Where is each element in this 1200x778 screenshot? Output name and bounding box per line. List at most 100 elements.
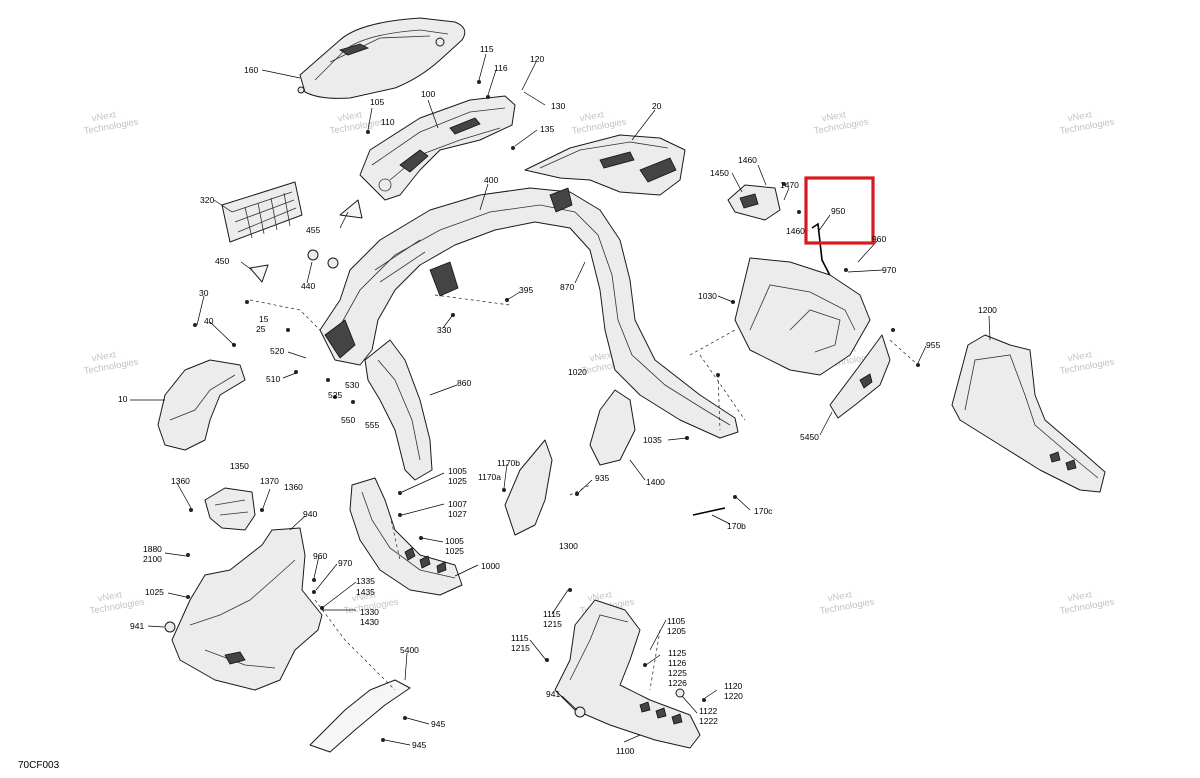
label-1115-a: 1115: [543, 609, 561, 619]
part-1300-side-panel: [504, 439, 553, 536]
part-1400-side-panel: [589, 389, 636, 466]
label-120: 120: [530, 54, 544, 64]
svg-text:vNext: vNext: [1067, 109, 1093, 124]
label-130: 130: [551, 101, 565, 111]
label-115: 115: [480, 44, 494, 54]
svg-text:vNext: vNext: [587, 589, 613, 604]
svg-text:vNext: vNext: [1067, 589, 1093, 604]
label-20: 20: [652, 101, 662, 111]
label-950[interactable]: 950: [831, 206, 845, 216]
part-10-corner-panel: [157, 359, 246, 451]
part-320-grille: [221, 181, 303, 243]
label-1880: 1880: [143, 544, 162, 554]
label-40: 40: [204, 316, 214, 326]
label-1430: 1430: [360, 617, 379, 627]
part-941-grommet: [164, 621, 176, 633]
part-940-floor: [171, 527, 323, 691]
label-1450: 1450: [710, 168, 729, 178]
label-941-b: 941: [546, 689, 560, 699]
label-1027: 1027: [448, 509, 467, 519]
label-1215-a: 1215: [543, 619, 562, 629]
label-1350: 1350: [230, 461, 249, 471]
label-116: 116: [494, 63, 508, 73]
label-960-b: 960: [313, 551, 327, 561]
label-960-a: 960: [872, 234, 886, 244]
label-2100: 2100: [143, 554, 162, 564]
part-100-dash-frame: [359, 95, 516, 201]
label-105: 105: [370, 97, 384, 107]
label-170b: 170b: [727, 521, 746, 531]
label-940: 940: [303, 509, 317, 519]
svg-text:vNext: vNext: [821, 109, 847, 124]
label-941-a: 941: [130, 621, 144, 631]
label-1030: 1030: [698, 291, 717, 301]
label-440: 440: [301, 281, 315, 291]
part-1030-tray: [734, 257, 871, 376]
label-25: 25: [256, 324, 266, 334]
label-970-b: 970: [338, 558, 352, 568]
svg-text:vNext: vNext: [91, 349, 117, 364]
label-1170a: 1170a: [478, 472, 501, 482]
label-320: 320: [200, 195, 214, 205]
label-400: 400: [484, 175, 498, 185]
label-5450: 5450: [800, 432, 819, 442]
label-395: 395: [519, 285, 533, 295]
part-400-frame: [319, 187, 739, 439]
label-135: 135: [540, 124, 554, 134]
label-1360-b: 1360: [284, 482, 303, 492]
label-1330: 1330: [360, 607, 379, 617]
svg-text:vNext: vNext: [579, 109, 605, 124]
part-1350-bracket: [204, 487, 256, 531]
label-1205: 1205: [667, 626, 686, 636]
part-5400-cover: [309, 679, 411, 753]
part-20-dash-trim: [524, 134, 686, 196]
label-955: 955: [926, 340, 940, 350]
part-455-panel: [339, 199, 363, 219]
label-870: 870: [560, 282, 574, 292]
part-1122-grommet: [675, 688, 685, 698]
label-1025-a: 1025: [448, 476, 467, 486]
part-160-top-cover: [297, 17, 466, 99]
label-530: 530: [345, 380, 359, 390]
label-1115-b: 1115: [511, 633, 529, 643]
part-450-panel: [249, 264, 269, 283]
diagram-code: 70CF003: [18, 760, 60, 771]
label-1335: 1335: [356, 576, 375, 586]
label-1370: 1370: [260, 476, 279, 486]
label-510: 510: [266, 374, 280, 384]
label-330: 330: [437, 325, 451, 335]
assembly-lines: [249, 294, 919, 691]
label-450: 450: [215, 256, 229, 266]
part-1100-rail: [554, 599, 701, 749]
label-1025-c: 1025: [145, 587, 164, 597]
part-1200-rail: [951, 334, 1106, 493]
label-1220: 1220: [724, 691, 743, 701]
svg-text:vNext: vNext: [91, 109, 117, 124]
label-170c: 170c: [754, 506, 773, 516]
label-1007: 1007: [448, 499, 467, 509]
highlight-box-950: [804, 176, 875, 245]
label-945-a: 945: [431, 719, 445, 729]
label-110: 110: [381, 117, 395, 127]
label-1105: 1105: [667, 616, 686, 626]
label-1000: 1000: [481, 561, 500, 571]
label-970-a: 970: [882, 265, 896, 275]
label-1435: 1435: [356, 587, 375, 597]
label-15: 15: [259, 314, 269, 324]
label-1122: 1122: [699, 706, 718, 716]
part-1450-bracket: [727, 184, 781, 221]
part-5450-bracket: [829, 334, 891, 419]
label-1300: 1300: [559, 541, 578, 551]
label-860: 860: [457, 378, 471, 388]
label-455: 455: [306, 225, 320, 235]
fasteners: [186, 80, 920, 742]
svg-text:vNext: vNext: [589, 349, 615, 364]
